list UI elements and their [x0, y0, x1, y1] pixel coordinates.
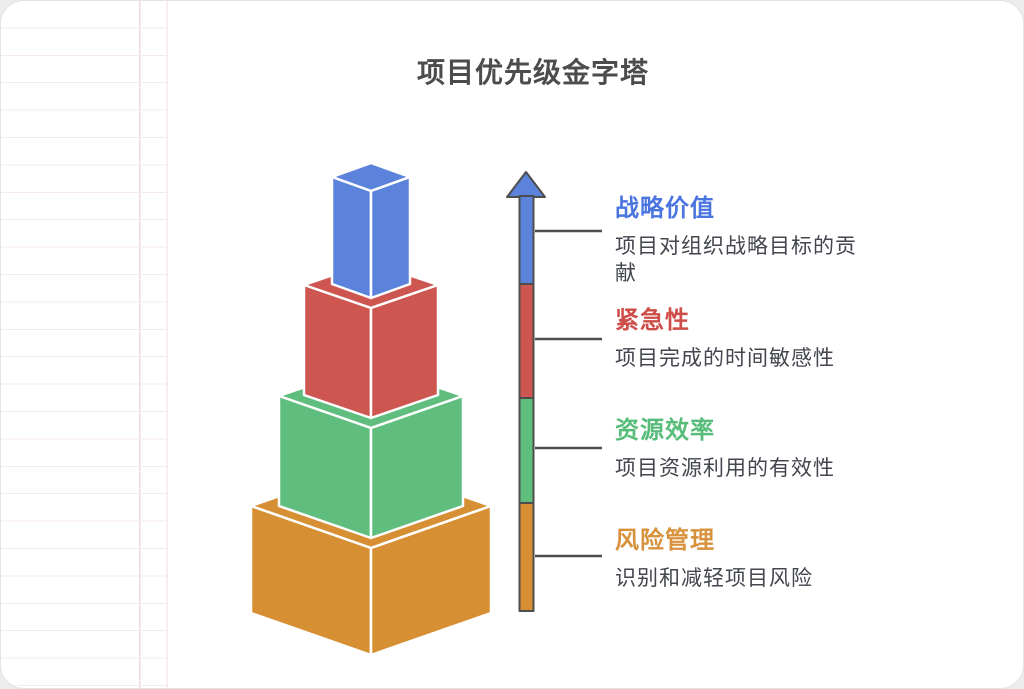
pyramid-block-strategic-value [330, 161, 412, 300]
level-description: 识别和减轻项目风险 [615, 566, 813, 590]
block-left-face [330, 175, 373, 300]
axis-label-resource-efficiency: 资源效率 项目资源利用的有效性 [615, 415, 863, 482]
level-title: 战略价值 [615, 194, 715, 222]
pyramid-block-risk-management [249, 462, 493, 657]
level-description: 项目对组织战略目标的贡献 [615, 234, 857, 285]
level-description: 项目资源利用的有效性 [615, 456, 835, 480]
level-title: 风险管理 [615, 526, 715, 554]
block-right-face [369, 394, 465, 540]
axis-label-risk-management: 风险管理 识别和减轻项目风险 [615, 525, 863, 592]
level-title: 资源效率 [615, 416, 715, 444]
axis-label-strategic-value: 战略价值 项目对组织战略目标的贡献 [615, 193, 863, 287]
axis-segment-resource-efficiency [518, 397, 535, 504]
axis-segment-strategic-value [518, 195, 535, 285]
screen-artifact-bottom-left [1, 677, 9, 687]
pyramid [249, 161, 493, 657]
priority-axis [506, 171, 602, 612]
background-grid [1, 1, 168, 688]
level-description: 项目完成的时间敏感性 [615, 346, 835, 370]
block-right-face [369, 175, 412, 300]
level-title: 紧急性 [615, 306, 690, 334]
axis-label-urgency: 紧急性 项目完成的时间敏感性 [615, 305, 863, 372]
axis-segment-risk-management [518, 502, 535, 612]
axis-segment-urgency [518, 283, 535, 399]
screen-artifact-top-left [1, 1, 8, 6]
block-right-face [369, 283, 440, 420]
block-right-face [369, 504, 493, 657]
axis-arrow-head-icon [506, 171, 546, 198]
page-title: 项目优先级金字塔 [416, 56, 649, 89]
block-left-face [302, 283, 373, 420]
